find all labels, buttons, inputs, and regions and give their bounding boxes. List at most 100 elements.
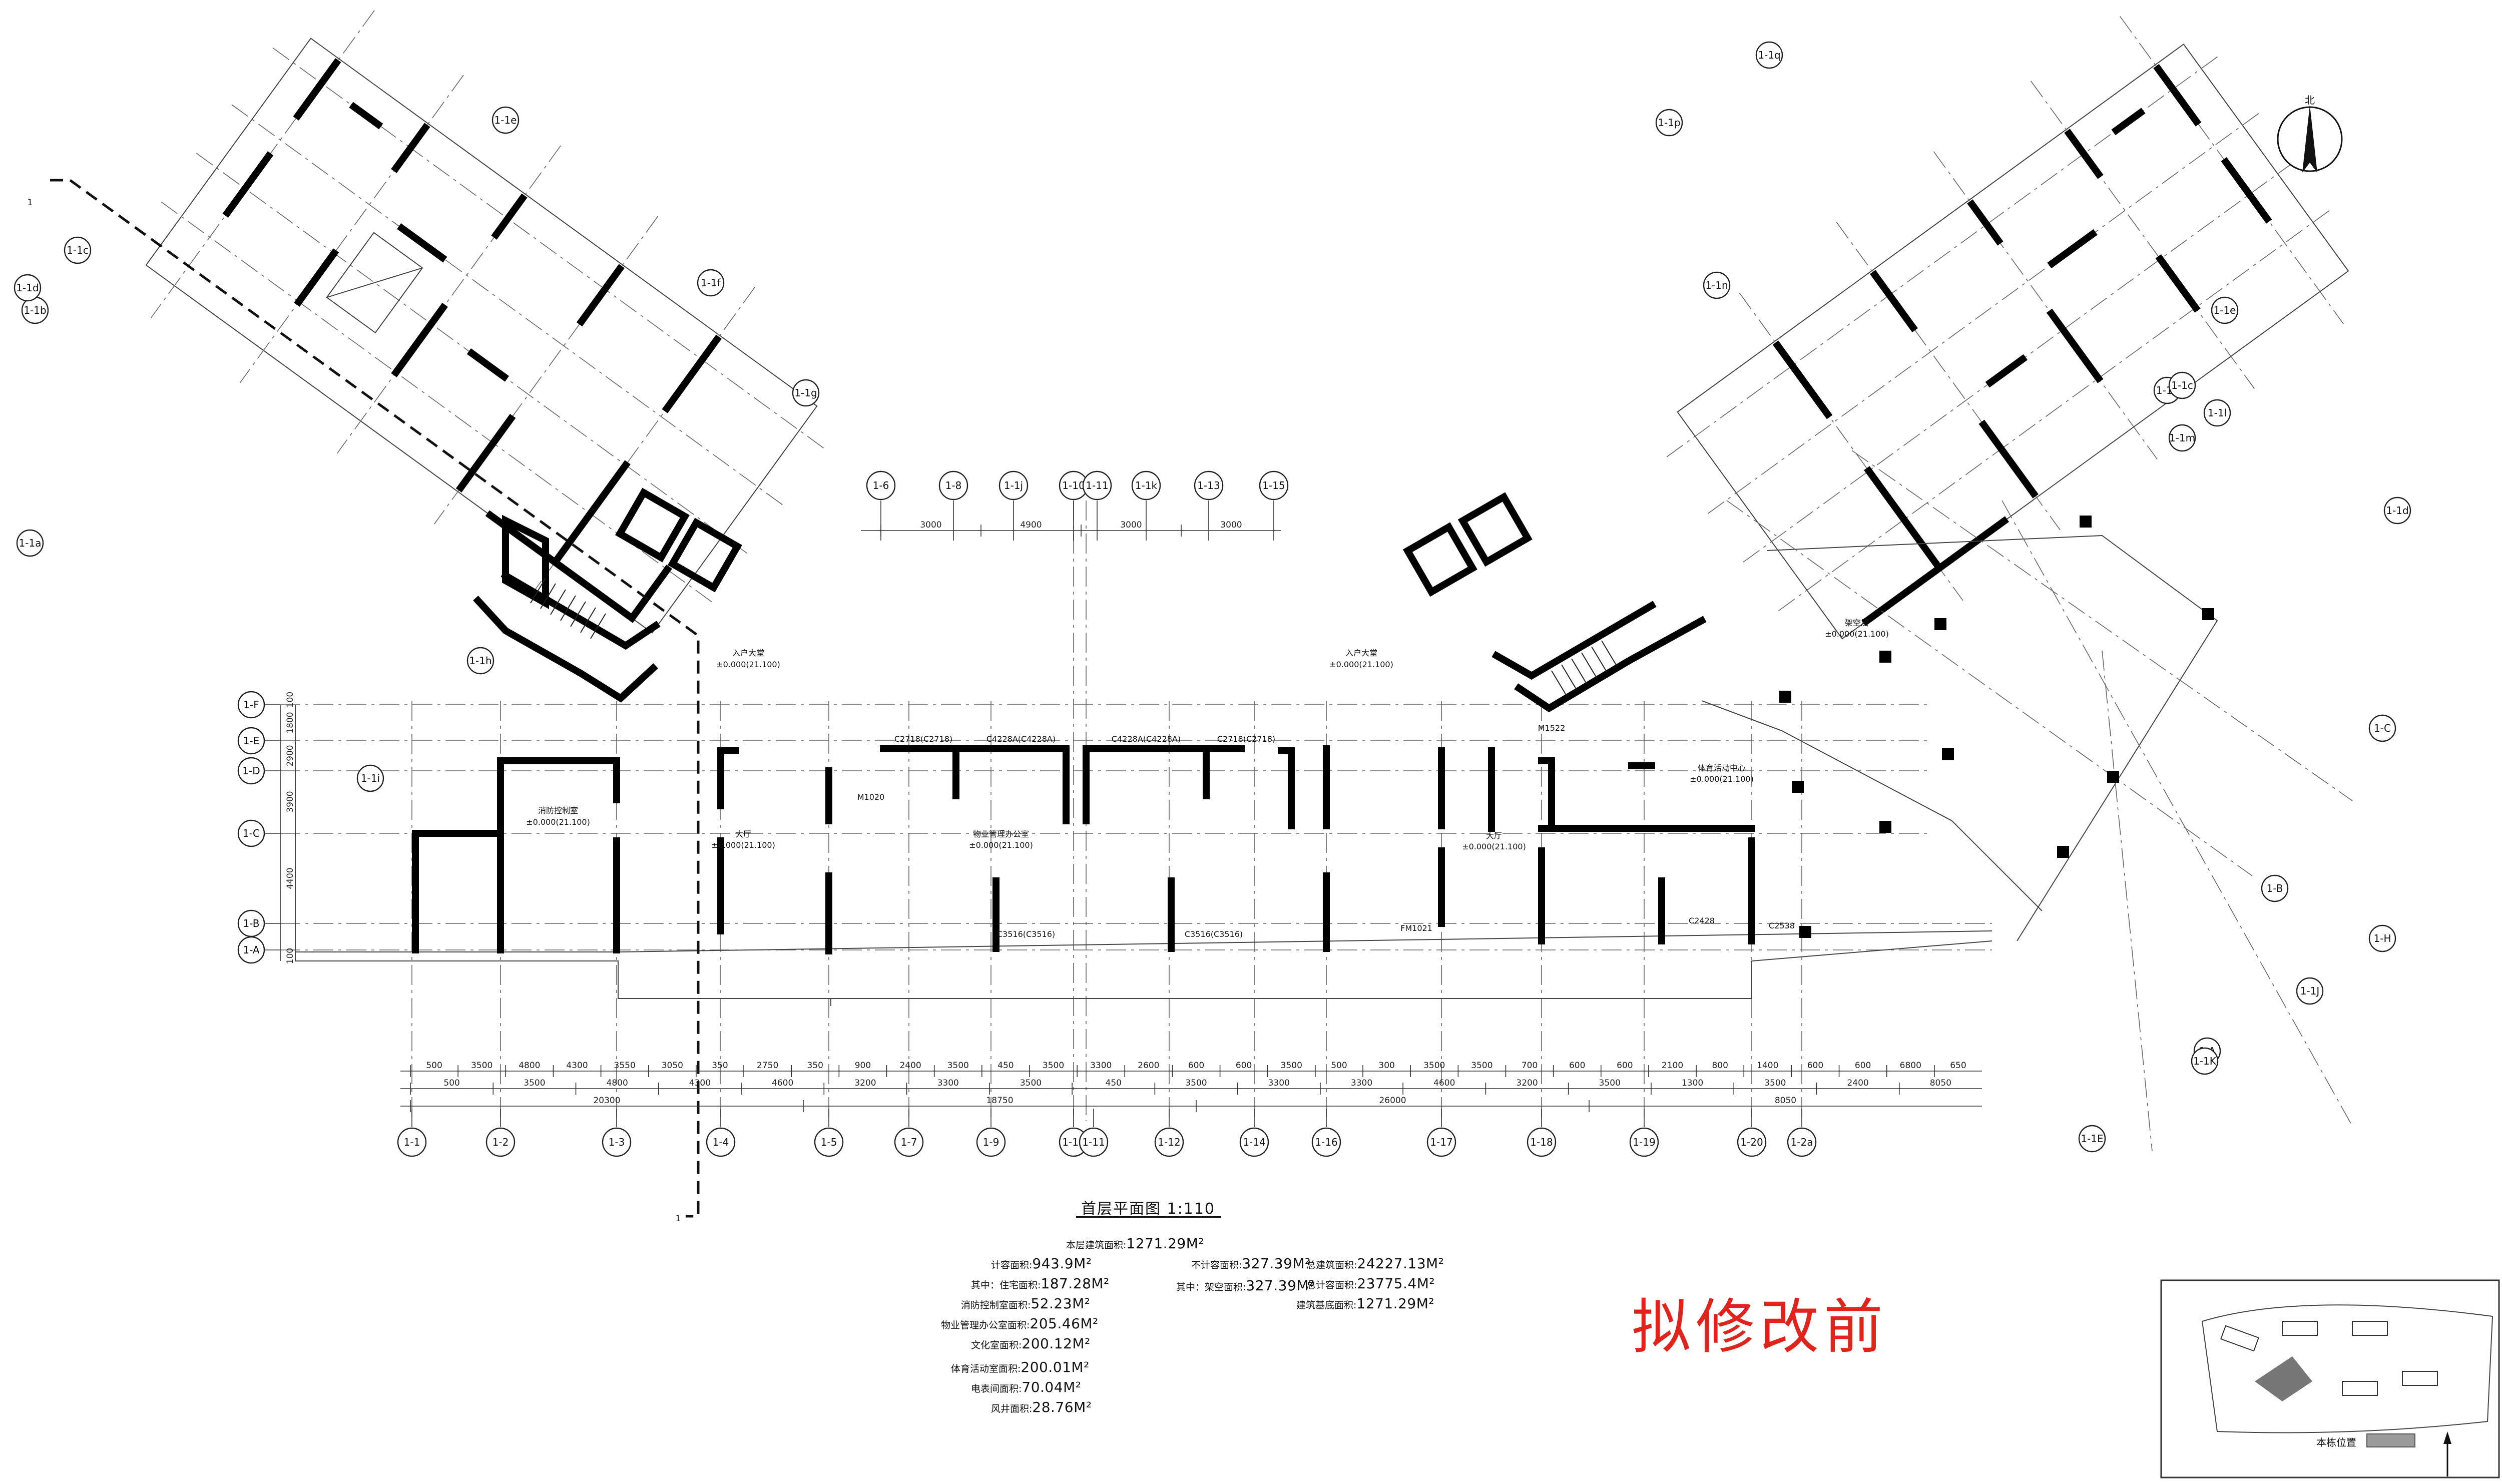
axis-bubble-1-1h: 1-1h xyxy=(466,647,494,675)
door-m2: FM1021 xyxy=(1400,923,1432,933)
dimension-lines xyxy=(280,530,1982,1107)
dim-value: 8050 xyxy=(1930,1078,1951,1088)
area-electric-value: 70.04M² xyxy=(1022,1379,1082,1395)
axis-bubble-1-1d: 1-1d xyxy=(14,274,42,302)
axis-label: 1-20 xyxy=(1740,1136,1763,1148)
axis-bubble-1-15: 1-15 xyxy=(1259,470,1289,501)
room-office-elev: ±0.000(21.100) xyxy=(969,840,1033,850)
dim-value: 800 xyxy=(1712,1061,1728,1071)
area-residential-label: 其中：住宅面积: xyxy=(971,1280,1041,1291)
plan-title: 首层平面图 1:110 xyxy=(1081,1200,1215,1218)
axis-label: 1-14 xyxy=(1243,1136,1265,1148)
dim-value: 18750 xyxy=(986,1096,1013,1106)
dim-value: 4600 xyxy=(1433,1078,1455,1088)
dim-value: 26000 xyxy=(1379,1096,1406,1106)
dim-value: 2900 xyxy=(285,745,295,766)
axis-circle xyxy=(1737,1127,1767,1157)
axis-circle xyxy=(485,1127,516,1157)
axis-bubble-1-D: 1-D xyxy=(237,757,265,785)
axis-bubble-1-F: 1-F xyxy=(237,691,265,719)
dim-value: 3300 xyxy=(1268,1078,1290,1088)
area-wind-shaft-label: 风井面积: xyxy=(991,1403,1033,1414)
axis-bubbles-left-wing: 1-1a1-1b1-1c1-1d1-1e1-1f1-1g1-1h1-1i xyxy=(14,106,820,792)
window-c2: C4228A(C4228A) xyxy=(986,734,1056,744)
axis-bubble-1-7: 1-7 xyxy=(894,1127,924,1157)
axis-label: 1-9 xyxy=(983,1136,999,1148)
right-stair xyxy=(1551,640,1617,696)
axis-bubble-1-1e: 1-1e xyxy=(2211,296,2239,324)
axis-circle xyxy=(1082,470,1112,501)
axis-circle xyxy=(706,1127,736,1157)
area-residential: 其中：住宅面积:187.28M² xyxy=(971,1275,1110,1292)
room-hall-right-elev: ±0.000(21.100) xyxy=(1462,842,1526,851)
axis-circle xyxy=(14,274,42,302)
room-office: 物业管理办公室 xyxy=(973,829,1029,839)
dim-value: 450 xyxy=(1106,1078,1122,1088)
axis-bubbles-right-wing: 1-1q1-1p1-1n1-1m1-1l1-1k1-1e1-1d1-1c xyxy=(1655,41,2411,525)
window-c2b: C4228A(C4228A) xyxy=(1112,734,1181,744)
dim-value: 4800 xyxy=(519,1061,540,1071)
dim-value: 3900 xyxy=(285,791,295,812)
area-property-office-value: 205.46M² xyxy=(1030,1315,1099,1332)
right-wing xyxy=(1666,16,2349,640)
north-arrow: 北 xyxy=(2277,94,2343,173)
axis-bubble-1-12: 1-12 xyxy=(1154,1127,1184,1157)
area-overhead: 其中：架空面积:327.39M² xyxy=(1176,1277,1315,1294)
area-residential-value: 187.28M² xyxy=(1041,1275,1110,1292)
axis-circle xyxy=(1629,1127,1659,1157)
left-wing xyxy=(145,10,828,634)
axis-circle xyxy=(1079,1127,1109,1157)
right-core xyxy=(1402,492,1707,713)
axis-bubble-1-4: 1-4 xyxy=(706,1127,736,1157)
dim-value: 2100 xyxy=(1662,1061,1683,1071)
area-not-counted-value: 327.39M² xyxy=(1242,1255,1311,1272)
axis-label: 1-1c xyxy=(67,244,89,256)
axis-label: 1-A xyxy=(243,944,260,956)
axis-bubble-1-H: 1-H xyxy=(2368,924,2396,952)
axis-label: 1-1e xyxy=(2214,304,2236,316)
axis-bubble-1-11: 1-11 xyxy=(1079,1127,1109,1157)
area-counted: 计容面积:943.9M² xyxy=(991,1255,1092,1272)
door-m3: M1522 xyxy=(1538,723,1566,733)
axis-label: 1-1k xyxy=(1135,479,1158,491)
area-footprint: 建筑基底面积:1271.29M² xyxy=(1296,1295,1434,1312)
area-fire-control-value: 52.23M² xyxy=(1031,1295,1091,1312)
axis-label: 1-C xyxy=(2374,722,2391,734)
axis-circle xyxy=(976,1127,1006,1157)
room-hall-left-elev: ±0.000(21.100) xyxy=(711,840,775,850)
axis-circle xyxy=(998,470,1029,501)
dim-value: 600 xyxy=(1617,1061,1633,1071)
axis-bubble-1-14: 1-14 xyxy=(1239,1127,1269,1157)
dim-value: 700 xyxy=(1522,1061,1538,1071)
axis-bubble-1-17: 1-17 xyxy=(1426,1127,1456,1157)
revision-stamp: 拟修改前 xyxy=(1632,1292,1888,1361)
north-label: 北 xyxy=(2305,94,2315,106)
axis-bubble-1-1c: 1-1c xyxy=(64,236,92,264)
dim-value: 6800 xyxy=(1900,1061,1921,1071)
room-lobby-right: 入户大堂 xyxy=(1345,648,1377,658)
area-electric: 电表间面积:70.04M² xyxy=(971,1379,1081,1395)
main-grid xyxy=(280,704,1992,950)
dim-value: 3000 xyxy=(920,520,941,530)
axis-label: 1-17 xyxy=(1430,1136,1452,1148)
area-culture-label: 文化室面积: xyxy=(971,1340,1022,1351)
axis-label: 1-1 xyxy=(404,1136,420,1148)
axis-bubble-1-10: 1-10 xyxy=(1059,470,1089,501)
dim-value: 600 xyxy=(1188,1061,1204,1071)
axis-circle xyxy=(356,764,384,792)
axis-bubble-1-1f: 1-1f xyxy=(697,269,725,297)
dim-value: 1400 xyxy=(1757,1061,1778,1071)
dim-value: 2400 xyxy=(1847,1078,1868,1088)
axis-label: 1-1m xyxy=(2169,432,2195,444)
plan-title-underline xyxy=(1076,1216,1221,1218)
room-sports: 体育活动中心 xyxy=(1698,763,1746,773)
axis-bubble-1-20: 1-20 xyxy=(1737,1127,1767,1157)
dim-value: 350 xyxy=(712,1061,728,1071)
axis-circle xyxy=(2203,399,2231,427)
room-hall-left: 大厅 xyxy=(735,829,751,839)
dim-value: 3200 xyxy=(1516,1078,1538,1088)
axis-label: 1-1n xyxy=(1705,279,1728,291)
axis-label: 1-1j xyxy=(1004,479,1023,491)
axis-label: 1-1l xyxy=(2208,407,2227,419)
